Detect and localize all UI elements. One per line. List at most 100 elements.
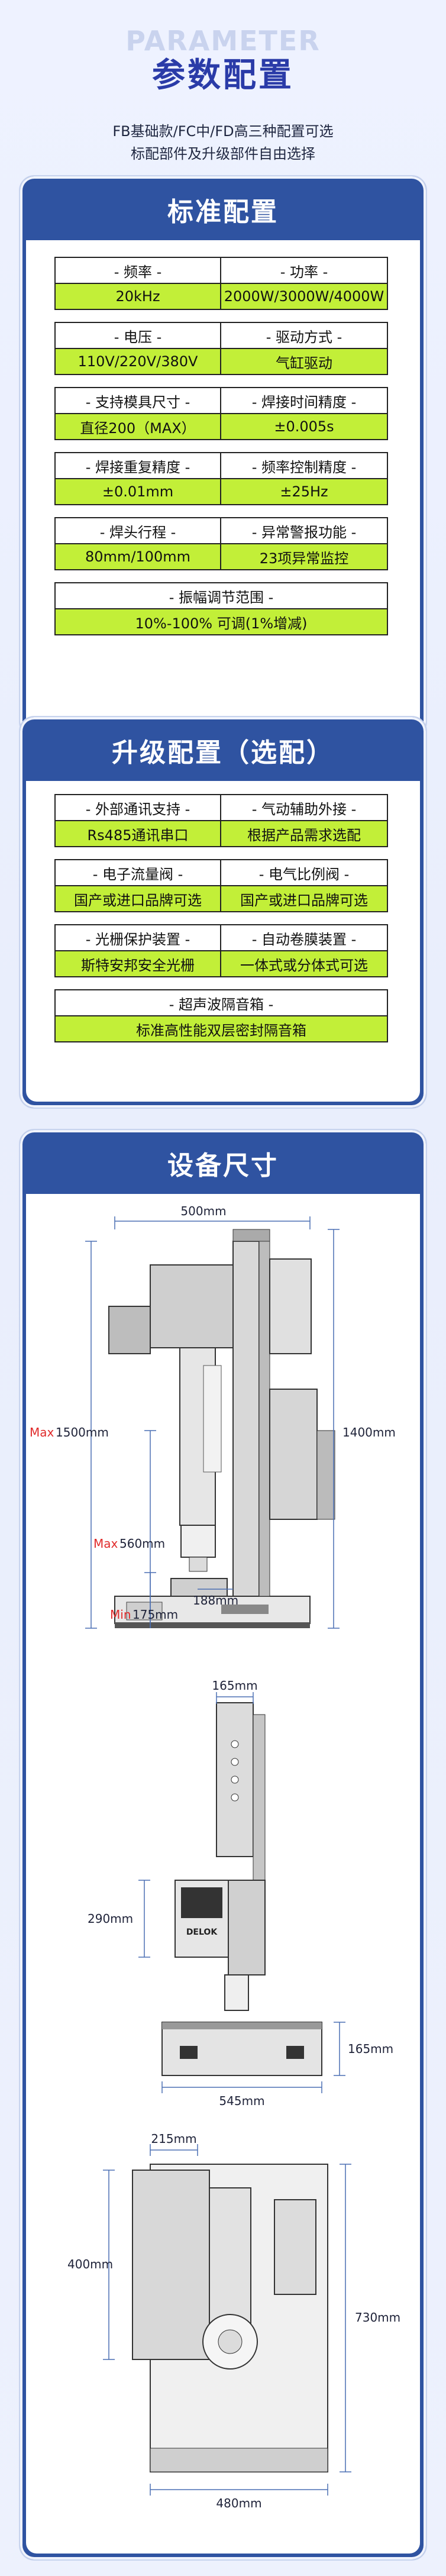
top-width-label: 480mm [216,2496,261,2510]
spec-value: 根据产品需求选配 [221,821,387,846]
spec-label: - 频率控制精度 - [221,453,387,479]
spec-row: - 频率 -20kHz - 功率 -2000W/3000W/4000W [54,257,388,310]
spec-cell: - 异常警报功能 -23项异常监控 [221,517,388,570]
front-view-dimensions [138,1692,345,2093]
spec-cell: - 光栅保护装置 -斯特安邦安全光栅 [54,924,221,977]
spec-value: 国产或进口品牌可选 [56,886,220,911]
side-height-label: 1400mm [342,1425,396,1439]
spec-value: ±25Hz [221,479,387,504]
spec-row: - 超声波隔音箱 -标准高性能双层密封隔音箱 [54,989,388,1042]
side-min-height-label: 175mm [132,1607,178,1622]
spec-row: - 焊接重复精度 -±0.01mm - 频率控制精度 -±25Hz [54,452,388,505]
spec-value: 2000W/3000W/4000W [221,284,387,309]
header-en-title: PARAMETER [125,25,321,57]
spec-cell: - 外部通讯支持 -Rs485通讯串口 [54,794,221,847]
spec-value: ±0.005s [221,414,387,439]
spec-cell: - 焊头行程 -80mm/100mm [54,517,221,570]
spec-label: - 外部通讯支持 - [56,795,220,821]
front-panel-width-label: 290mm [88,1912,133,1926]
front-view-machine [161,1702,322,2076]
spec-value: 23项异常监控 [221,544,387,569]
spec-value: 标准高性能双层密封隔音箱 [56,1016,387,1041]
header-cn-title: 参数配置 [152,56,294,95]
spec-cell: - 电子流量阀 -国产或进口品牌可选 [54,859,221,912]
dimension-drawing: 500mm 1400mm Max 1500mm Max 560mm 188mm … [30,1204,400,2510]
front-base-height-label: 165mm [348,2042,393,2056]
side-max-throat-label: 560mm [119,1536,165,1551]
standard-config-body: - 频率 -20kHz - 功率 -2000W/3000W/4000W - 电压… [26,240,420,730]
spec-cell: - 电压 -110V/220V/380V [54,322,221,375]
spec-label: - 频率 - [56,258,220,284]
spec-label: - 焊头行程 - [56,518,220,544]
side-max-throat-prefix-label: Max [93,1536,118,1551]
spec-value: 110V/220V/380V [56,349,220,374]
spec-cell: - 焊接时间精度 -±0.005s [221,387,388,440]
page-header: PARAMETER 参数配置 FB基础款/FC中/FD高三种配置可选 标配部件及… [0,0,446,172]
spec-cell: - 自动卷膜装置 -一体式或分体式可选 [221,924,388,977]
top-height-label: 730mm [355,2310,400,2325]
spec-value: 斯特安邦安全光栅 [56,951,220,976]
header-subtitle-1: FB基础款/FC中/FD高三种配置可选 [112,123,334,140]
spec-row: - 电子流量阀 -国产或进口品牌可选 - 电气比例阀 -国产或进口品牌可选 [54,859,388,912]
spec-value: 直径200（MAX） [56,414,220,439]
spec-row: - 振幅调节范围 -10%-100% 可调(1%增减) [54,582,388,635]
spec-value: 国产或进口品牌可选 [221,886,387,911]
spec-value: 10%-100% 可调(1%增减) [56,609,387,634]
side-max-height-label: 1500mm [56,1425,109,1439]
spec-cell: - 频率控制精度 -±25Hz [221,452,388,505]
spec-label: - 焊接时间精度 - [221,388,387,414]
spec-row: - 焊头行程 -80mm/100mm - 异常警报功能 -23项异常监控 [54,517,388,570]
spec-cell: - 频率 -20kHz [54,257,221,310]
dimensions-title: 设备尺寸 [167,1151,279,1181]
spec-label: - 电气比例阀 - [221,860,387,886]
dimensions-card: 设备尺寸 [19,1129,427,2561]
side-view-dimensions [85,1216,340,1629]
side-width-label: 500mm [180,1204,226,1218]
spec-label: - 超声波隔音箱 - [56,990,387,1016]
front-top-width-label: 165mm [212,1678,257,1693]
spec-label: - 异常警报功能 - [221,518,387,544]
spec-row: - 支持模具尺寸 -直径200（MAX） - 焊接时间精度 -±0.005s [54,387,388,440]
standard-config-title: 标准配置 [167,197,279,227]
spec-label: - 功率 - [221,258,387,284]
spec-cell: - 超声波隔音箱 -标准高性能双层密封隔音箱 [54,989,388,1042]
spec-cell: - 电气比例阀 -国产或进口品牌可选 [221,859,388,912]
spec-cell: - 支持模具尺寸 -直径200（MAX） [54,387,221,440]
side-min-prefix-label: Min [110,1607,131,1622]
spec-cell: - 焊接重复精度 -±0.01mm [54,452,221,505]
upgrade-config-body: - 外部通讯支持 -Rs485通讯串口 - 气动辅助外接 -根据产品需求选配 -… [26,781,420,1102]
spec-value: 20kHz [56,284,220,309]
top-view-dimensions [103,2144,351,2496]
spec-value: Rs485通讯串口 [56,821,220,846]
spec-label: - 电子流量阀 - [56,860,220,886]
spec-value: 80mm/100mm [56,544,220,569]
front-brand-label: DELOK [186,1928,218,1937]
top-depth-label: 400mm [67,2257,113,2271]
spec-label: - 气动辅助外接 - [221,795,387,821]
spec-label: - 光栅保护装置 - [56,925,220,951]
spec-cell: - 驱动方式 -气缸驱动 [221,322,388,375]
upgrade-config-title: 升级配置（选配） [112,738,334,768]
spec-row: - 电压 -110V/220V/380V - 驱动方式 -气缸驱动 [54,322,388,375]
spec-row: - 光栅保护装置 -斯特安邦安全光栅 - 自动卷膜装置 -一体式或分体式可选 [54,924,388,977]
standard-config-card: 标准配置 - 频率 -20kHz - 功率 -2000W/3000W/4000W… [19,175,427,737]
top-view-machine [132,2164,328,2472]
spec-label: - 支持模具尺寸 - [56,388,220,414]
side-throat-depth-label: 188mm [193,1593,238,1607]
upgrade-config-card: 升级配置（选配） - 外部通讯支持 -Rs485通讯串口 - 气动辅助外接 -根… [19,716,427,1109]
dimensions-body: 500mm 1400mm Max 1500mm Max 560mm 188mm … [26,1194,420,2554]
spec-cell: - 功率 -2000W/3000W/4000W [221,257,388,310]
spec-label: - 驱动方式 - [221,323,387,349]
spec-row: - 外部通讯支持 -Rs485通讯串口 - 气动辅助外接 -根据产品需求选配 [54,794,388,847]
spec-label: - 自动卷膜装置 - [221,925,387,951]
spec-label: - 振幅调节范围 - [56,583,387,609]
spec-cell: - 气动辅助外接 -根据产品需求选配 [221,794,388,847]
spec-value: 一体式或分体式可选 [221,951,387,976]
header-subtitle-2: 标配部件及升级部件自由选择 [131,146,315,162]
spec-cell: - 振幅调节范围 -10%-100% 可调(1%增减) [54,582,388,635]
spec-label: - 电压 - [56,323,220,349]
spec-value: 气缸驱动 [221,349,387,374]
side-view-machine [108,1229,335,1628]
side-max-prefix-label: Max [30,1425,54,1439]
top-offset-label: 215mm [151,2132,196,2146]
